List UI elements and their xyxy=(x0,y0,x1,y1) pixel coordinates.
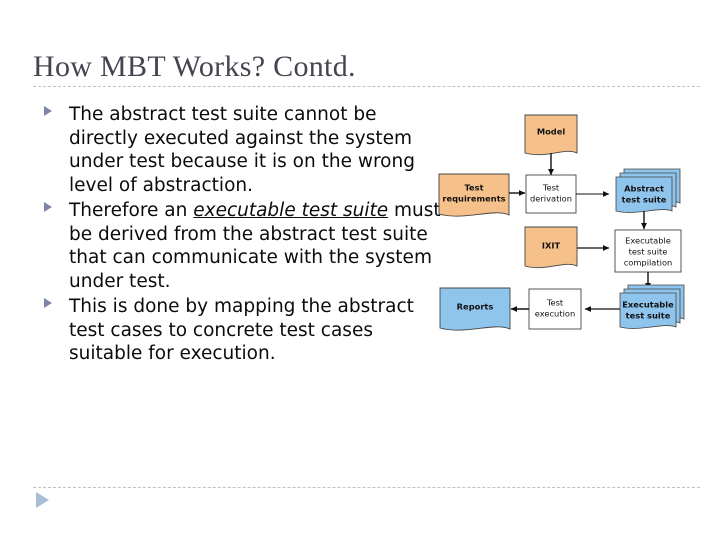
footer-divider xyxy=(33,487,700,488)
node-model-label: Model xyxy=(537,127,566,137)
node-executable-test-suite: Executable test suite xyxy=(619,284,685,329)
node-test-derivation: Test derivation xyxy=(525,174,577,214)
bullet-emphasis: executable test suite xyxy=(193,200,389,221)
bullet-text: This is done by mapping the abstract tes… xyxy=(69,296,414,364)
node-compilation-label-line2: test suite xyxy=(629,247,668,257)
node-ixit-label: IXIT xyxy=(542,241,561,251)
node-abstract-test-suite: Abstract test suite xyxy=(615,168,681,213)
title-divider xyxy=(33,86,700,87)
node-test-derivation-label-line2: derivation xyxy=(530,194,572,204)
list-item: The abstract test suite cannot be direct… xyxy=(33,103,443,197)
node-compilation-label-line3: compilation xyxy=(624,258,673,268)
bullet-text: The abstract test suite cannot be direct… xyxy=(69,104,415,196)
mbt-process-flow-diagram: Model Test requirements Test derivation xyxy=(437,103,717,343)
node-ixit: IXIT xyxy=(524,226,578,269)
node-compilation-label-line1: Executable xyxy=(625,236,671,246)
node-executable-test-suite-compilation: Executable test suite compilation xyxy=(614,229,682,273)
node-abstract-test-suite-label-line1: Abstract xyxy=(624,184,664,194)
bullet-list: The abstract test suite cannot be direct… xyxy=(33,103,443,368)
node-test-requirements: Test requirements xyxy=(438,173,510,217)
triangle-right-marker-icon xyxy=(36,492,49,508)
bullet-text: Therefore an xyxy=(69,200,194,221)
node-test-derivation-label-line1: Test xyxy=(542,183,560,193)
node-test-execution: Test execution xyxy=(528,288,582,330)
list-item: This is done by mapping the abstract tes… xyxy=(33,295,443,366)
node-executable-test-suite-label-line1: Executable xyxy=(622,300,674,310)
node-reports-label: Reports xyxy=(457,302,494,312)
node-executable-test-suite-label-line2: test suite xyxy=(626,311,671,321)
node-reports: Reports xyxy=(439,287,511,331)
triangle-right-marker-icon xyxy=(44,106,52,116)
node-test-execution-label-line2: execution xyxy=(535,309,575,319)
node-model: Model xyxy=(524,114,578,156)
node-test-requirements-label-line1: Test xyxy=(464,183,483,193)
node-test-execution-label-line1: Test xyxy=(546,298,564,308)
node-abstract-test-suite-label-line2: test suite xyxy=(622,195,667,205)
triangle-right-marker-icon xyxy=(44,298,52,308)
bullet-text-cont: must be derived from the abstract test s… xyxy=(69,200,441,292)
triangle-right-marker-icon xyxy=(44,202,52,212)
list-item: Therefore an executable test suite must … xyxy=(33,199,443,293)
page-title: How MBT Works? Contd. xyxy=(33,50,356,83)
node-test-requirements-label-line2: requirements xyxy=(442,194,505,204)
